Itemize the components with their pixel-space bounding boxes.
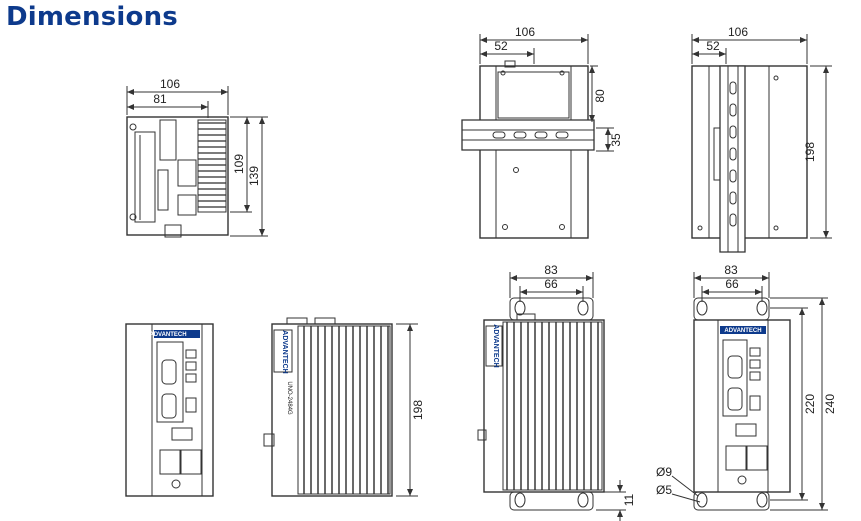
page-title: Dimensions: [6, 2, 178, 32]
dim-front-mount-width-holes: 66: [725, 277, 739, 291]
dim-din2-width-partial: 52: [706, 39, 720, 53]
dim-heatsink-height: 198: [411, 400, 425, 420]
view-mount-front: [671, 272, 828, 511]
hole-diameter-large: Ø9: [656, 465, 672, 479]
dim-din-rail-height: 35: [609, 133, 623, 147]
dim-back-bottom-gap: 11: [622, 493, 636, 506]
view-din-side: [461, 34, 614, 239]
dim-din-width-partial: 52: [494, 39, 508, 53]
dim-back-width-holes: 66: [544, 277, 558, 291]
dim-front-height-total: 139: [247, 166, 261, 186]
dim-front-width-total: 106: [160, 77, 180, 91]
brand-label-mount: ADVANTECH: [724, 328, 761, 334]
model-label-side: UNO-2484G: [286, 381, 292, 415]
view-mount-back: [477, 272, 626, 521]
dim-front-height-inner: 109: [232, 154, 246, 174]
brand-label-front: ADVANTECH: [149, 332, 186, 338]
dim-front-mount-width-outer: 83: [724, 263, 738, 277]
hole-diameter-small: Ø5: [656, 483, 672, 497]
dim-din-height-upper: 80: [593, 89, 607, 103]
dim-din-width-total: 106: [515, 25, 535, 39]
dim-front-mount-height-total: 240: [823, 394, 837, 414]
dim-back-width-outer: 83: [544, 263, 558, 277]
dim-din2-height-total: 198: [803, 142, 817, 162]
view-front-io: [125, 323, 214, 497]
brand-label-side: ADVANTECH: [281, 330, 288, 373]
dim-front-width-partial: 81: [153, 92, 167, 106]
dim-din2-width-total: 106: [728, 25, 748, 39]
dim-front-mount-height-holes: 220: [803, 394, 817, 414]
brand-label-back: ADVANTECH: [492, 324, 499, 367]
view-front-top: [126, 86, 268, 238]
view-din-side-2: [691, 34, 832, 253]
view-heatsink-side: [263, 317, 418, 497]
